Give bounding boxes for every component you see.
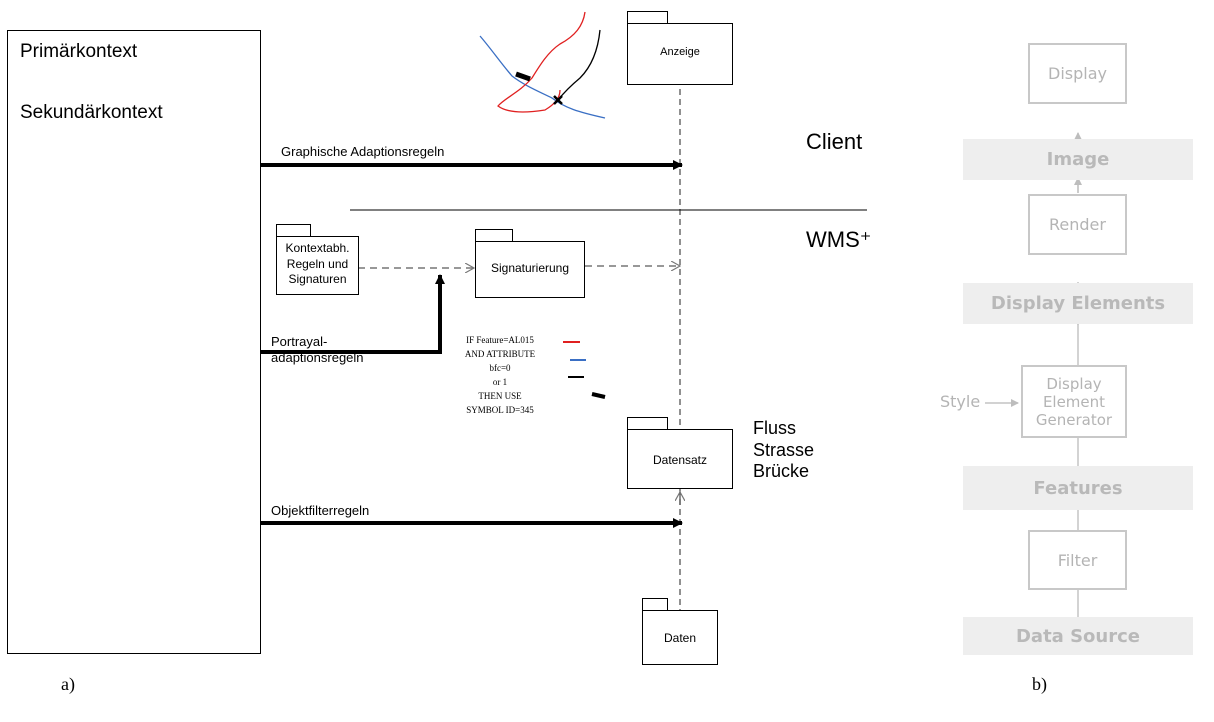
portrayal-rules-arrow	[261, 274, 445, 354]
panel-a-label: a)	[61, 674, 75, 694]
dataset-package-tab	[627, 417, 668, 430]
graphic-rules-label: Graphische Adaptionsregeln	[281, 144, 445, 159]
primary-context-label: Primärkontext	[20, 41, 138, 62]
legend-symbol	[591, 392, 606, 399]
rule-text: IF Feature=AL015 AND ATTRIBUTE bfc=0 or …	[464, 335, 536, 413]
symbolization-package-tab	[475, 229, 513, 242]
data-package: Daten	[642, 610, 718, 665]
dataset-package: Datensatz	[627, 429, 733, 489]
symbolization-package-label: Signaturierung	[490, 261, 570, 275]
client-tier-label: Client	[806, 129, 863, 154]
dataset-features-list: Fluss Strasse Brücke	[753, 418, 815, 482]
server-tier-label: WMS⁺	[806, 227, 872, 252]
dataset-package-label: Datensatz	[652, 453, 708, 467]
secondary-context-label: Sekundärkontext	[20, 102, 163, 123]
context-rules-package: Kontextabh. Regeln und Signaturen	[276, 236, 359, 295]
step-display-elements: Display Elements	[963, 283, 1193, 324]
step-display-element-generator: Display Element Generator	[1021, 365, 1127, 438]
step-image: Image	[963, 139, 1193, 180]
panel-b-label: b)	[1032, 674, 1047, 694]
step-filter: Filter	[1028, 530, 1127, 590]
context-box	[7, 30, 261, 654]
symbolization-package: Signaturierung	[475, 241, 585, 298]
display-package-tab	[627, 11, 668, 24]
context-rules-package-tab	[276, 224, 311, 237]
data-package-label: Daten	[663, 631, 697, 645]
step-features: Features	[963, 466, 1193, 510]
data-package-tab	[642, 598, 668, 611]
display-package: Anzeige	[627, 23, 733, 85]
context-rules-package-label: Kontextabh. Regeln und Signaturen	[285, 241, 350, 287]
sketch-map	[479, 11, 606, 119]
object-filter-rules-label: Objektfilterregeln	[271, 503, 370, 518]
display-package-label: Anzeige	[660, 46, 700, 58]
style-input-label: Style	[940, 392, 981, 411]
step-data-source: Data Source	[963, 617, 1193, 655]
portrayal-rules-label: Portrayal- adaptionsregeln	[271, 334, 364, 365]
step-display: Display	[1028, 43, 1127, 104]
step-render: Render	[1028, 194, 1127, 255]
